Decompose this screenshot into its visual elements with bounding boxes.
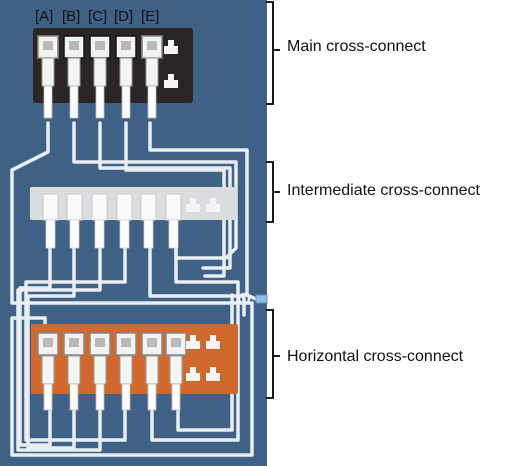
patch-cable-10 [148,246,246,317]
intermediate-port-1-boot [45,219,56,249]
main-port-3-jack-slot [95,41,105,50]
main-port-2-boot [69,85,79,119]
intermediate-port-3-boot [94,219,105,249]
horizontal-port-2-jack-slot [69,338,79,347]
horizontal-port-2-plug-icon [67,355,81,385]
port-label-d: [D] [114,8,134,25]
intermediate-panel [30,187,237,220]
horizontal-port-3-plug-icon [93,355,107,385]
horizontal-empty-jack-3-icon [186,367,200,381]
horizontal-port-5-jack-slot [147,338,157,347]
intermediate-port-4-boot [119,219,130,249]
main-port-5-jack-slot [147,41,157,50]
horizontal-port-6-plug-icon [169,355,183,385]
main-empty-jack-1-icon [164,40,178,54]
intermediate-port-3-plug-icon [91,193,108,221]
horizontal-port-5-boot [147,383,157,411]
patch-cable-9 [24,246,127,442]
horizontal-empty-jack-2-icon [206,335,220,349]
wall-jack-connector [255,294,268,304]
horizontal-cross-connect-label: Horizontal cross-connect [287,348,464,365]
main-port-4-plug-icon [119,57,133,87]
horizontal-empty-jack-4-icon [206,367,220,381]
patch-cable-1 [10,121,254,457]
horizontal-bracket [266,309,280,399]
main-port-4-jack-slot [121,41,131,50]
intermediate-port-6-plug-icon [165,193,182,221]
port-label-b: [B] [62,8,81,25]
patch-cable-4 [124,121,226,278]
main-port-1-boot [43,85,53,119]
main-port-2-jack-slot [69,41,79,50]
intermediate-port-5-boot [143,219,154,249]
intermediate-empty-jack-2-icon [206,198,220,212]
main-port-5-plug-icon [145,57,159,87]
horizontal-port-3-boot [95,383,105,411]
horizontal-port-3-jack-slot [95,338,105,347]
cable-loop [237,292,251,306]
port-label-e: [E] [141,8,160,25]
port-label-a: [A] [35,8,54,25]
main-port-3-plug-icon [93,57,107,87]
main-port-4-boot [121,85,131,119]
main-cross-connect-label: Main cross-connect [287,38,426,55]
intermediate-port-1-plug-icon [42,193,59,221]
intermediate-port-4-plug-icon [116,193,133,221]
horizontal-port-1-jack-slot [43,338,53,347]
horizontal-port-6-jack-slot [171,338,181,347]
patch-cable-3 [98,121,232,270]
intermediate-port-5-plug-icon [140,193,157,221]
horizontal-port-6-boot [171,383,181,411]
intermediate-empty-jack-1-icon [186,198,200,212]
intermediate-port-2-plug-icon [66,193,83,221]
main-empty-jack-2-icon [164,74,178,88]
horizontal-port-1-plug-icon [41,355,55,385]
main-port-5-boot [147,85,157,119]
main-port-1-jack-slot [43,41,53,50]
patch-cable-5 [148,121,260,302]
intermediate-port-2-boot [69,219,80,249]
main-port-3-boot [95,85,105,119]
horizontal-port-4-boot [121,383,131,411]
horizontal-empty-jack-1-icon [186,335,200,349]
horizontal-port-4-jack-slot [121,338,131,347]
main-port-2-plug-icon [67,57,81,87]
intermediate-port-6-boot [168,219,179,249]
main-bracket [266,1,280,105]
horizontal-port-2-boot [69,383,79,411]
intermediate-cross-connect-label: Intermediate cross-connect [287,182,480,199]
horizontal-port-5-plug-icon [145,355,159,385]
intermediate-bracket [266,161,280,223]
horizontal-port-4-plug-icon [119,355,133,385]
main-port-1-plug-icon [41,57,55,87]
port-label-c: [C] [88,8,108,25]
horizontal-port-1-boot [43,383,53,411]
